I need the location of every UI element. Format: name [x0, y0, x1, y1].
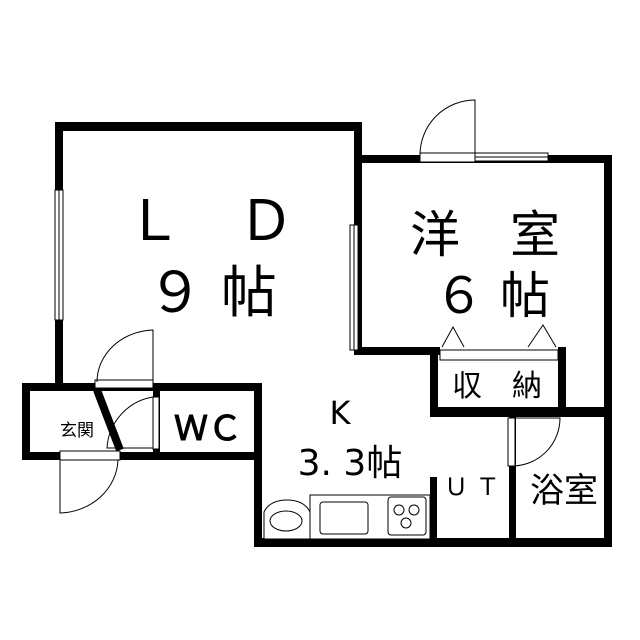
bath-label: 浴室 — [530, 471, 598, 511]
storage-doors[interactable] — [439, 349, 559, 361]
wc-door[interactable] — [152, 396, 160, 450]
washbasin-icon — [263, 499, 311, 540]
kitchen-fixtures — [263, 494, 431, 540]
stove-icon — [387, 496, 427, 536]
western-room-label: 洋 室 — [410, 206, 560, 264]
storage-label: 収 納 — [452, 369, 542, 404]
doors[interactable] — [59, 99, 561, 514]
entrance-label: 玄関 — [60, 421, 94, 441]
ld-door[interactable] — [94, 379, 154, 389]
entrance-door[interactable] — [59, 450, 121, 461]
wc-label: ＷＣ — [174, 409, 242, 449]
western-room-size: ６ 帖 — [434, 267, 550, 325]
kitchen-size: 3. 3帖 — [298, 443, 403, 484]
ld-size: ９ 帖 — [147, 261, 277, 326]
western-room-door[interactable] — [419, 152, 476, 163]
kitchen-label: K — [330, 394, 352, 432]
bath-door[interactable] — [507, 417, 516, 467]
sink-icon — [319, 501, 369, 535]
utility-label: Ｕ Ｔ — [444, 473, 500, 501]
ld-label: Ｌ Ｄ — [126, 189, 294, 254]
windows — [54, 152, 549, 351]
